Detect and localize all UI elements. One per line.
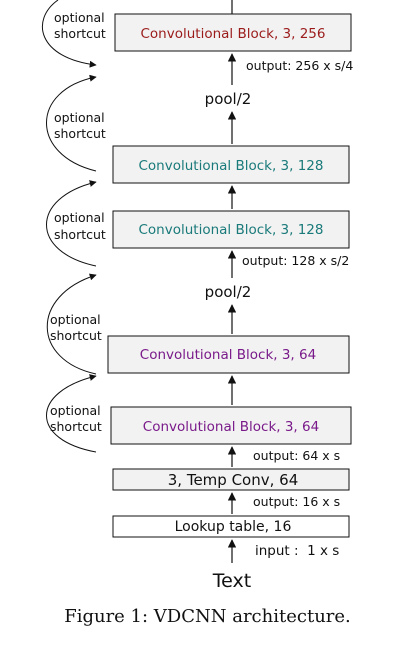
conv-block-128-a-box: [112, 210, 350, 249]
conv-block-64-a-label: Convolutional Block, 3, 64: [143, 419, 319, 435]
shortcut-arc-2: [46, 74, 97, 172]
shortcut-label-1-line1: optional: [54, 10, 105, 25]
shortcut-label-5-line2: shortcut: [50, 419, 102, 434]
conv-block-256-box: [114, 13, 352, 52]
shortcut-arc-5: [46, 374, 97, 453]
shortcut-arc-4: [46, 273, 97, 375]
shortcut-label-5: optional shortcut: [50, 403, 102, 434]
shortcut-label-1-line2: shortcut: [54, 26, 106, 41]
pool-label-2: pool/2: [205, 283, 252, 301]
shortcut-label-5-line1: optional: [50, 403, 101, 418]
shortcut-label-3-line1: optional: [54, 210, 105, 225]
conv-block-128-b-label: Convolutional Block, 3, 128: [138, 158, 323, 174]
output-label-64: output: 64 x s: [253, 448, 340, 463]
temp-conv-box: [112, 468, 350, 491]
shortcut-label-4-line1: optional: [50, 312, 101, 327]
output-label-256: output: 256 x s/4: [246, 58, 353, 73]
input-label: input : 1 x s: [255, 543, 339, 559]
shortcut-label-3: optional shortcut: [54, 210, 106, 242]
temp-conv-label: 3, Temp Conv, 64: [168, 471, 298, 489]
shortcut-label-2-line1: optional: [54, 110, 105, 125]
lookup-table-box: [112, 515, 350, 538]
shortcut-arc-1: [42, 0, 97, 68]
conv-block-64-a-box: [110, 406, 352, 445]
shortcut-label-3-line2: shortcut: [54, 227, 106, 242]
conv-block-64-b-label: Convolutional Block, 3, 64: [140, 347, 316, 363]
pool-label-1: pool/2: [205, 90, 252, 108]
output-label-16: output: 16 x s: [253, 494, 340, 509]
shortcut-label-2: optional shortcut: [54, 110, 106, 141]
shortcut-label-1: optional shortcut: [54, 10, 106, 41]
lookup-table-label: Lookup table, 16: [175, 519, 292, 535]
conv-block-64-b-box: [107, 335, 350, 374]
figure-caption: Figure 1: VDCNN architecture.: [64, 606, 351, 627]
text-input-label: Text: [212, 570, 251, 592]
output-label-128: output: 128 x s/2: [242, 253, 349, 268]
shortcut-label-2-line2: shortcut: [54, 126, 106, 141]
shortcut-arc-3: [46, 180, 97, 267]
conv-block-128-a-label: Convolutional Block, 3, 128: [138, 222, 323, 238]
conv-block-256-label: Convolutional Block, 3, 256: [140, 26, 325, 42]
conv-block-128-b-box: [112, 145, 350, 184]
shortcut-label-4-line2: shortcut: [50, 328, 102, 343]
shortcut-label-4: optional shortcut: [50, 312, 102, 343]
